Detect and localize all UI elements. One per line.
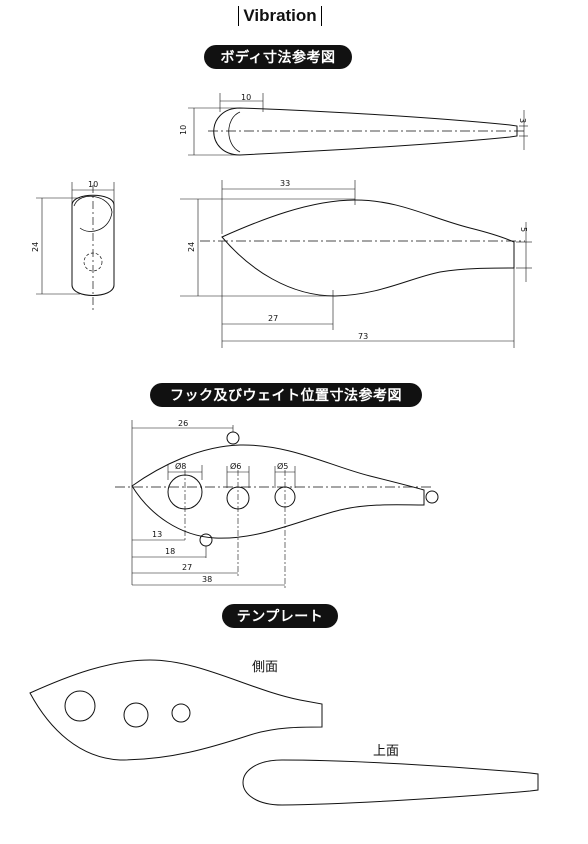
dim-13: 13 <box>152 530 162 539</box>
section-label-hook-weight: フック及びウェイト位置寸法参考図 <box>150 383 422 407</box>
template-side <box>29 659 323 761</box>
dim-side-bottom-low: 27 <box>268 314 278 323</box>
dim-38: 38 <box>202 575 212 584</box>
dim-top-nose: 10 <box>241 93 251 102</box>
dim-side-height: 24 <box>187 242 196 252</box>
dim-side-tail: 5 <box>519 227 528 232</box>
template-side-label: 側面 <box>252 660 279 675</box>
side-view-body <box>180 180 532 348</box>
dim-hole-2: Ø6 <box>230 461 241 471</box>
page-title: Vibration <box>238 6 322 26</box>
template-top <box>242 759 539 806</box>
line-eye-ring <box>226 431 240 445</box>
template-hole-2 <box>123 702 149 728</box>
front-hook-ring <box>199 533 213 547</box>
section-label-template: テンプレート <box>222 604 338 628</box>
dim-front-width: 10 <box>88 180 98 189</box>
template-top-label: 上面 <box>373 744 400 759</box>
dim-top-tail: 3 <box>518 118 527 123</box>
dim-side-top-peak: 33 <box>280 179 290 188</box>
dim-hole-3: Ø5 <box>277 461 288 471</box>
dim-27: 27 <box>182 563 192 572</box>
dim-side-total: 73 <box>358 332 368 341</box>
dim-front-height: 24 <box>31 242 40 252</box>
template-hole-1 <box>64 690 96 722</box>
dim-18: 18 <box>165 547 175 556</box>
template-hole-3 <box>171 703 191 723</box>
hook-weight-body <box>115 420 439 588</box>
dim-hole-1: Ø8 <box>175 461 186 471</box>
top-view-body <box>188 93 528 156</box>
dim-top-height: 10 <box>179 125 188 135</box>
dim-hook-line-eye: 26 <box>178 419 188 428</box>
rear-hook-ring <box>425 490 439 504</box>
section-label-body-dims: ボディ寸法参考図 <box>204 45 352 69</box>
front-view-body <box>36 182 115 312</box>
